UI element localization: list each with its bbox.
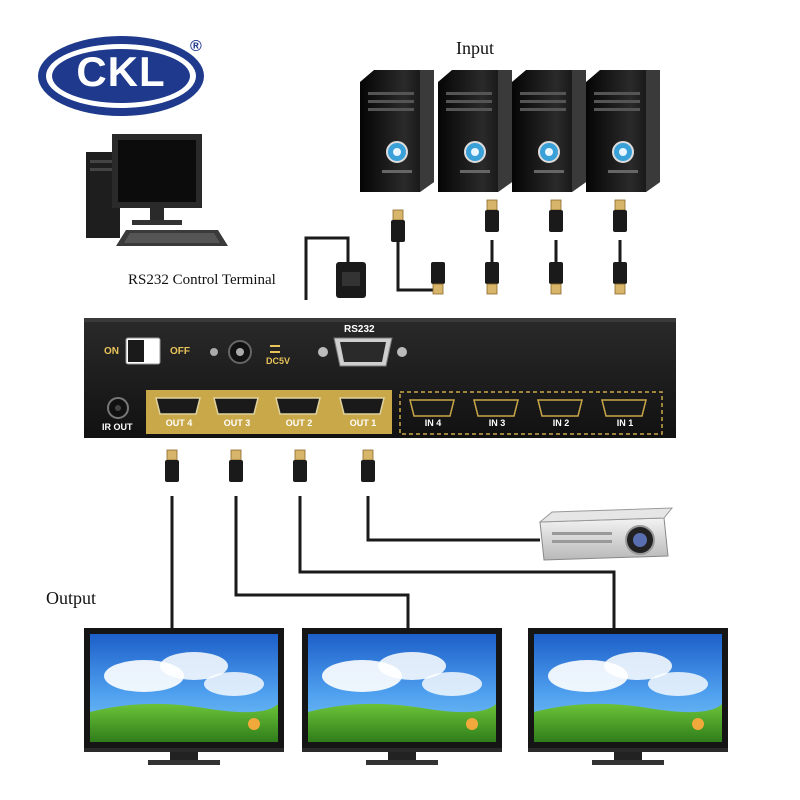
output-label: Output xyxy=(46,588,97,608)
logo-text: CKL xyxy=(76,48,166,95)
rs232-port-label: RS232 xyxy=(344,324,375,335)
cable-lines xyxy=(170,232,622,628)
out-port-label: OUT 1 xyxy=(349,418,377,428)
in-port-label: IN 2 xyxy=(552,418,570,428)
in-port-label: IN 4 xyxy=(424,418,442,428)
projector-icon xyxy=(538,507,674,561)
input-label: Input xyxy=(456,38,494,58)
off-label: OFF xyxy=(170,346,190,357)
out-port-label: OUT 2 xyxy=(285,418,313,428)
registered-mark: ® xyxy=(190,38,202,55)
ir-out-label: IR OUT xyxy=(102,422,133,432)
vga-connector-icon xyxy=(336,262,366,298)
matrix-switch-body xyxy=(84,318,676,438)
desktop-computer-icon xyxy=(86,134,228,246)
dc5v-label: DC5V xyxy=(266,356,291,366)
tv-monitor-icon xyxy=(84,628,728,765)
out-port-label: OUT 4 xyxy=(165,418,193,428)
in-port-label: IN 1 xyxy=(616,418,634,428)
out-port-label: OUT 3 xyxy=(223,418,251,428)
rs232-terminal-label: RS232 Control Terminal xyxy=(128,272,276,288)
tower-pc-icon xyxy=(359,69,661,193)
in-port-label: IN 3 xyxy=(488,418,506,428)
on-label: ON xyxy=(104,346,119,357)
ckl-logo: CKL ® xyxy=(38,36,208,120)
